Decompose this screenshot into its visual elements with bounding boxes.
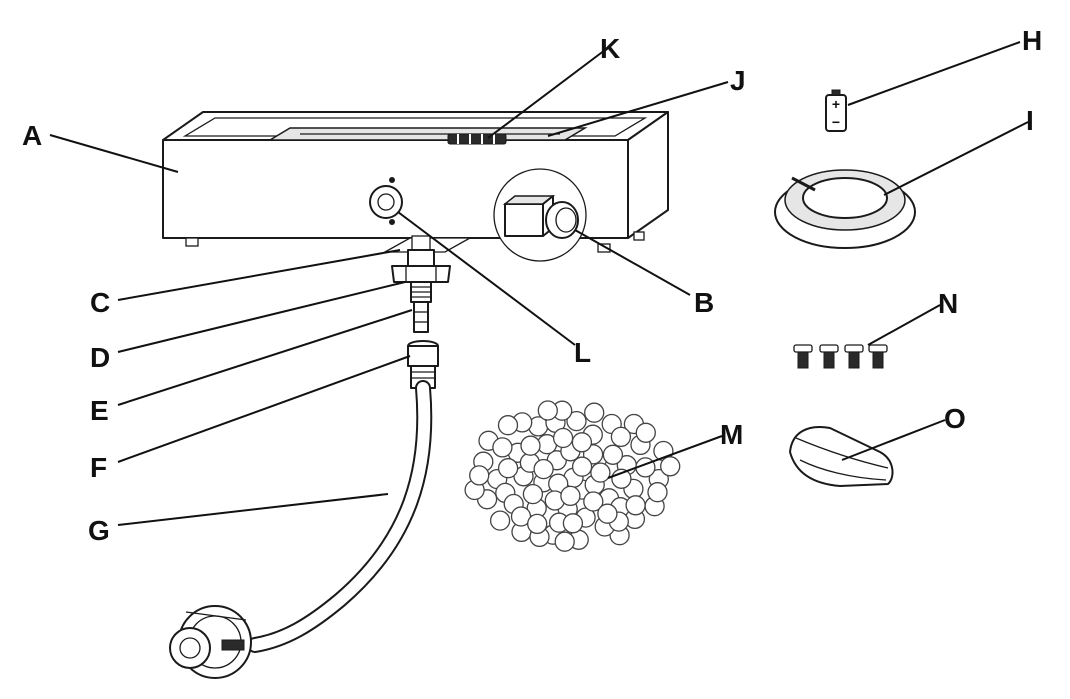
glass-bead bbox=[522, 483, 544, 505]
callout-A: A bbox=[22, 120, 42, 151]
leader-O bbox=[841, 419, 946, 461]
glass-bead bbox=[647, 482, 668, 503]
glass-bead bbox=[527, 513, 548, 535]
glass-bead bbox=[625, 495, 646, 516]
leader-H bbox=[847, 41, 1021, 106]
leader-lines bbox=[49, 41, 1029, 526]
mounting-plate bbox=[382, 235, 473, 253]
leader-J bbox=[547, 81, 729, 137]
glass-bead bbox=[497, 458, 519, 479]
callout-C: C bbox=[90, 287, 110, 318]
glass-bead bbox=[583, 491, 604, 512]
callout-N: N bbox=[938, 288, 958, 319]
screw bbox=[793, 344, 813, 369]
glass-bead bbox=[660, 456, 681, 477]
ignition-button bbox=[369, 177, 403, 225]
glass-bead bbox=[520, 435, 541, 456]
screw bbox=[844, 344, 864, 369]
leader-N bbox=[867, 304, 941, 346]
glass-bead bbox=[571, 432, 593, 453]
leader-F bbox=[117, 355, 411, 463]
callout-I: I bbox=[1026, 105, 1034, 136]
lid-ring bbox=[774, 169, 916, 249]
quick-connect-fitting bbox=[407, 340, 439, 389]
glass-bead bbox=[584, 402, 605, 423]
leader-B bbox=[574, 229, 691, 296]
callout-labels: A B C D E F G H I J K L M N O bbox=[22, 25, 1042, 546]
glass-bead bbox=[562, 513, 584, 534]
cover-bag bbox=[789, 426, 894, 487]
screws bbox=[793, 344, 888, 369]
screw bbox=[819, 344, 839, 369]
glass-bead bbox=[533, 458, 554, 480]
glass-bead bbox=[597, 503, 618, 524]
leader-C bbox=[117, 249, 401, 301]
callout-F: F bbox=[90, 452, 107, 483]
callout-E: E bbox=[90, 395, 109, 426]
glass-bead bbox=[566, 410, 587, 432]
glass-bead bbox=[602, 444, 624, 465]
glass-bead bbox=[554, 531, 575, 552]
callout-K: K bbox=[600, 33, 620, 64]
leader-D bbox=[117, 281, 406, 353]
callout-G: G bbox=[88, 515, 110, 546]
hose-and-regulator bbox=[169, 380, 433, 679]
leader-I bbox=[883, 121, 1029, 196]
battery: + − bbox=[825, 89, 847, 132]
glass-bead bbox=[537, 400, 558, 421]
leader-A bbox=[49, 134, 179, 173]
glass-bead bbox=[610, 426, 632, 448]
igniter bbox=[447, 133, 507, 145]
callout-O: O bbox=[944, 403, 966, 434]
control-valve bbox=[493, 168, 587, 262]
battery-minus-symbol: − bbox=[832, 114, 840, 130]
callout-J: J bbox=[730, 65, 746, 96]
burner-tube bbox=[267, 127, 588, 141]
hex-nut-fitting bbox=[391, 249, 451, 303]
glass-bead bbox=[469, 465, 490, 486]
callout-D: D bbox=[90, 342, 110, 373]
leader-M bbox=[607, 435, 723, 479]
glass-bead bbox=[552, 427, 574, 449]
callout-B: B bbox=[694, 287, 714, 318]
glass-bead bbox=[590, 462, 611, 483]
leader-E bbox=[117, 309, 413, 406]
callout-M: M bbox=[720, 419, 743, 450]
callout-L: L bbox=[574, 337, 591, 368]
glass-bead bbox=[492, 437, 513, 458]
glass-bead bbox=[560, 485, 581, 507]
connector-stem bbox=[413, 301, 429, 333]
leader-L bbox=[397, 211, 576, 346]
glass-bead bbox=[489, 510, 511, 531]
screw bbox=[868, 344, 888, 369]
glass-bead bbox=[497, 415, 519, 436]
leader-G bbox=[117, 493, 389, 526]
battery-plus-symbol: + bbox=[832, 96, 840, 112]
glass-bead bbox=[571, 456, 593, 477]
glass-bead bbox=[635, 422, 656, 443]
callout-H: H bbox=[1022, 25, 1042, 56]
fire-glass-beads bbox=[464, 400, 681, 552]
leader-K bbox=[487, 49, 606, 139]
